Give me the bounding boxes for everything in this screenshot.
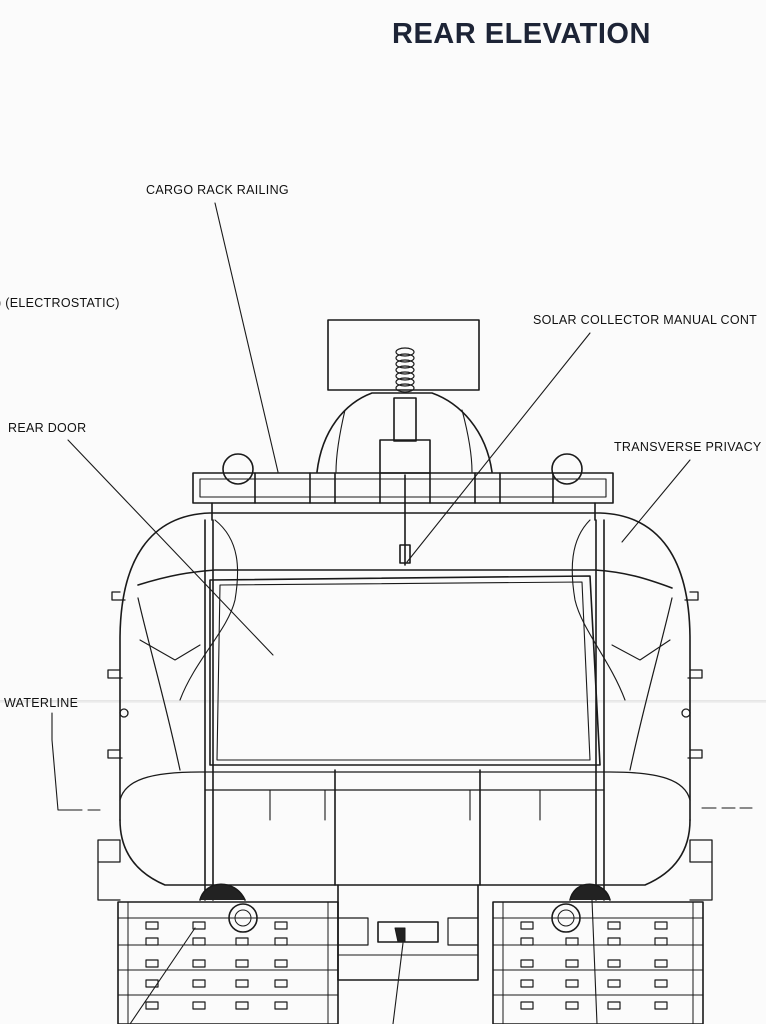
cargo-rack xyxy=(193,473,613,520)
label-cargo-rack-railing: CARGO RACK RAILING xyxy=(146,183,289,197)
label-electrostatic: ) (ELECTROSTATIC) xyxy=(0,296,120,310)
leader-lines xyxy=(52,203,752,1024)
side-handles xyxy=(108,592,702,758)
track-brackets xyxy=(98,840,712,900)
solar-collector-mast xyxy=(380,348,430,565)
roof-lamps xyxy=(223,454,582,484)
rear-hitch xyxy=(338,885,478,980)
right-track xyxy=(493,902,703,1024)
label-solar-collector: SOLAR COLLECTOR MANUAL CONT xyxy=(533,313,758,327)
solar-collector-panel xyxy=(328,320,479,390)
left-track xyxy=(118,902,338,1024)
wheel-wells xyxy=(200,884,610,900)
label-rear-door: REAR DOOR xyxy=(8,421,87,435)
vehicle-body xyxy=(120,513,690,900)
label-transverse-privacy: TRANSVERSE PRIVACY xyxy=(614,440,762,454)
label-waterline: WATERLINE xyxy=(4,696,79,710)
paper-fold-crease xyxy=(0,700,766,703)
rear-door-window xyxy=(210,576,600,765)
upper-dome xyxy=(317,393,492,472)
page-title: REAR ELEVATION xyxy=(392,18,651,50)
